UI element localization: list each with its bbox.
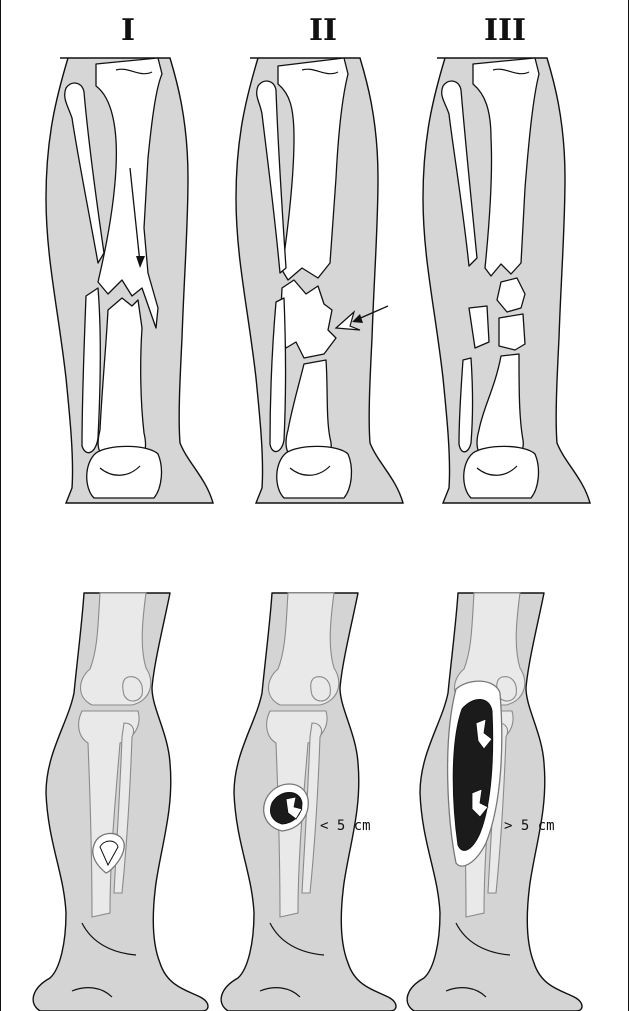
leg-type-I [33, 593, 208, 1011]
leg-type-II [221, 593, 396, 1011]
column-label-III: III [484, 13, 526, 48]
xray-type-III [423, 58, 590, 503]
column-label-I: I [121, 13, 135, 48]
xray-type-II [236, 58, 403, 503]
wound-size-label-III: > 5 cm [504, 818, 555, 834]
xray-type-I [46, 58, 213, 503]
wound-size-label-II: < 5 cm [320, 818, 371, 834]
column-label-II: II [309, 13, 337, 48]
leg-type-III [407, 593, 582, 1011]
